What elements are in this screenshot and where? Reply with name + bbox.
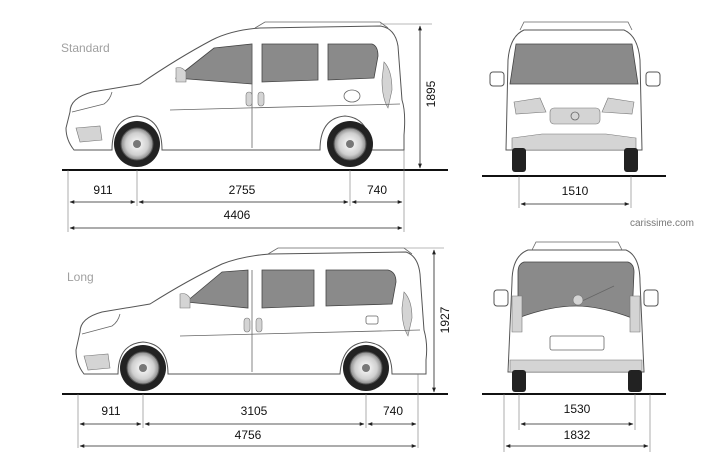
side-view-van-icon <box>75 247 428 391</box>
watermark: carissime.com <box>630 218 694 229</box>
side-view-van-icon <box>65 21 406 167</box>
dim-overall-length-standard: 4406 <box>223 208 251 222</box>
dim-front-overhang-long: 911 <box>101 404 121 418</box>
dim-overall-width-long: 1832 <box>563 428 591 442</box>
dim-height-long: 1927 <box>438 306 452 334</box>
rear-view-van-icon <box>493 241 659 392</box>
front-view-van-icon <box>489 21 661 172</box>
dim-height-standard: 1895 <box>424 80 438 108</box>
dim-front-overhang-standard: 911 <box>93 183 113 197</box>
variant-label-long: Long <box>67 270 94 284</box>
dim-rear-overhang-standard: 740 <box>366 183 388 197</box>
variant-label-standard: Standard <box>61 41 110 55</box>
dim-wheelbase-long: 3105 <box>240 404 268 418</box>
dim-wheelbase-standard: 2755 <box>228 183 256 197</box>
dim-front-track-standard: 1510 <box>561 184 589 198</box>
dim-rear-track-long: 1530 <box>563 402 591 416</box>
dim-overall-length-long: 4756 <box>234 428 262 442</box>
dim-rear-overhang-long: 740 <box>382 404 404 418</box>
